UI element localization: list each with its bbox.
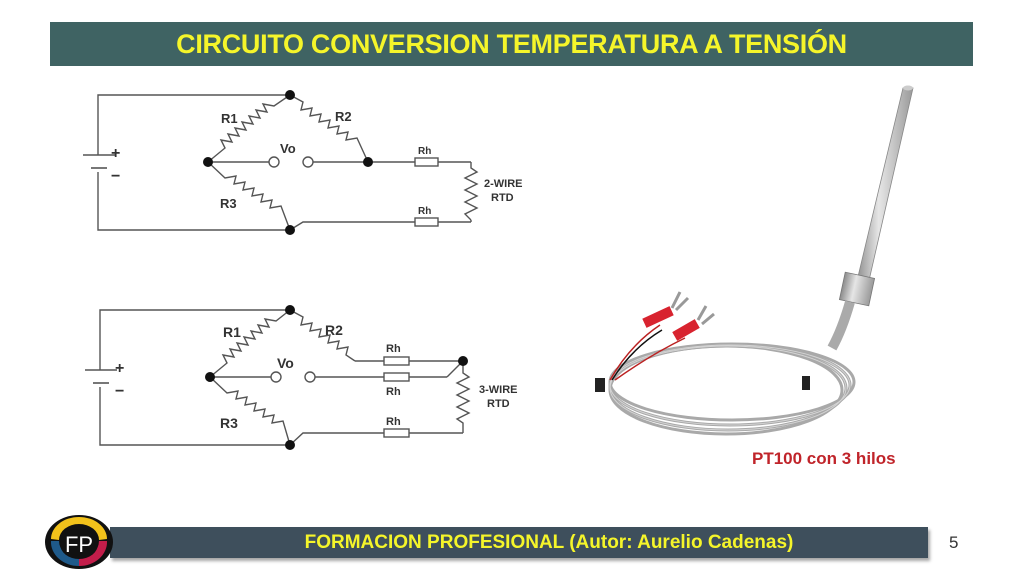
label-minus: − (111, 168, 120, 185)
label-r3: R3 (220, 196, 237, 211)
label-rh-bottom: Rh (418, 206, 431, 217)
label-rh-bottom: Rh (386, 416, 401, 428)
label-rtd: RTD (491, 192, 514, 204)
label-r1: R1 (221, 111, 238, 126)
label-plus: + (115, 360, 124, 377)
label-minus: − (115, 383, 124, 400)
label-r2: R2 (335, 109, 352, 124)
title-bar: CIRCUITO CONVERSION TEMPERATURA A TENSIÓ… (50, 22, 973, 66)
label-rh-top: Rh (418, 146, 431, 157)
label-rtd-type: 2-WIRE (484, 178, 523, 190)
label-r3: R3 (220, 415, 238, 431)
diagram-2wire-rtd-bridge: R1 R2 R3 Vo + − Rh Rh 2-WIRE RTD (75, 80, 545, 245)
label-rh-middle: Rh (386, 386, 401, 398)
diagram-3wire-rtd-bridge: R1 R2 R3 Vo + − Rh Rh Rh 3-WIRE RTD (75, 295, 545, 460)
label-rtd-type: 3-WIRE (479, 384, 518, 396)
label-vo: Vo (280, 141, 296, 156)
slide-title: CIRCUITO CONVERSION TEMPERATURA A TENSIÓ… (176, 28, 847, 59)
label-rtd: RTD (487, 398, 510, 410)
label-r2: R2 (325, 322, 343, 338)
label-vo: Vo (277, 355, 294, 371)
label-plus: + (111, 145, 120, 162)
footer-bar: FORMACION PROFESIONAL (Autor: Aurelio Ca… (110, 527, 928, 558)
pt100-probe-image (580, 80, 980, 450)
photo-caption: PT100 con 3 hilos (752, 449, 896, 468)
logo-text: FP (65, 532, 93, 557)
label-r1: R1 (223, 324, 241, 340)
label-rh-top: Rh (386, 343, 401, 355)
fp-logo: FP (43, 513, 115, 571)
footer-text: FORMACION PROFESIONAL (Autor: Aurelio Ca… (304, 531, 794, 553)
page-number: 5 (949, 533, 959, 552)
